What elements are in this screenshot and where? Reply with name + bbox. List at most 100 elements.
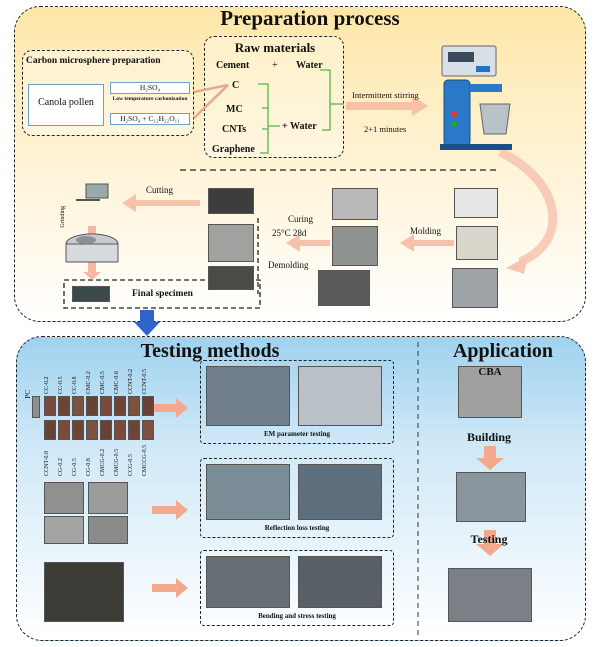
reflection-specimen-photo	[44, 516, 84, 544]
specimen-surface-photo	[208, 224, 254, 262]
raw-c: C	[232, 80, 240, 91]
sample-label: CMC-0.2	[86, 371, 92, 394]
molding-label: Molding	[410, 226, 442, 236]
curing-sample-photo	[332, 226, 378, 266]
sample-strip	[114, 396, 126, 416]
sample-strip	[128, 420, 140, 440]
carbon-box-title: Carbon microsphere preparation	[26, 56, 161, 66]
molding-device-photo	[452, 268, 498, 308]
grinder-icon	[65, 183, 119, 263]
sample-strip	[114, 420, 126, 440]
raw-materials-box	[204, 36, 344, 158]
sample-strip	[72, 396, 84, 416]
bottom-strip-row	[44, 420, 156, 440]
step-h2so4-box	[110, 82, 190, 94]
mixer-icon	[440, 45, 512, 150]
reflection-arch-photo	[298, 464, 382, 520]
building-box-photo	[456, 472, 526, 522]
cba-photo	[458, 366, 522, 418]
raw-cnts: CNTs	[222, 124, 247, 135]
reflection-specimen-photo	[88, 482, 128, 514]
canola-pollen-box	[28, 84, 104, 126]
raw-cement: Cement	[216, 60, 250, 71]
em-setup-photo	[206, 366, 290, 426]
sample-strip	[100, 420, 112, 440]
bending-specimen-photo	[44, 562, 124, 622]
cutting-label: Cutting	[146, 185, 174, 195]
sample-strip	[86, 420, 98, 440]
em-analyzer-photo	[298, 366, 382, 426]
canola-pollen-label: Canola pollen	[38, 97, 94, 108]
step-h2so4: H₂SO₄	[139, 83, 161, 92]
sample-label: CCNT-0.8	[44, 451, 50, 476]
sample-label: CMC-0.8	[114, 371, 120, 394]
specimen-slab-photo	[208, 266, 254, 290]
sample-label: CMCG-0.2	[100, 448, 106, 476]
reflection-specimen-photo	[88, 516, 128, 544]
cut-specimen-photo	[208, 188, 254, 214]
stirring-label: Intermittent stirring	[352, 90, 419, 100]
em-label: EM parameter testing	[264, 430, 330, 438]
stress-machine-photo	[298, 556, 382, 608]
reflection-specimen-photo	[44, 482, 84, 514]
sample-label: CG-0.5	[72, 458, 78, 476]
pc-label: PC	[24, 390, 32, 399]
minutes-label: 2+1 minutes	[364, 124, 407, 134]
molding-mold-photo	[454, 188, 498, 218]
testing-app-label: Testing	[470, 532, 508, 546]
raw-materials-brackets	[63, 69, 558, 309]
reflection-room-photo	[206, 464, 290, 520]
sample-label: CC-0.5	[58, 376, 64, 394]
raw-water-2: + Water	[282, 121, 317, 132]
curing-tray-photo	[332, 188, 378, 220]
sample-strip	[44, 420, 56, 440]
reflection-label: Reflection loss testing	[264, 524, 330, 532]
raw-materials-title: Raw materials	[234, 40, 316, 55]
sample-strip	[142, 420, 154, 440]
reflection-test-box	[200, 458, 394, 538]
em-test-box	[200, 360, 394, 444]
sample-label: CCNT-0.2	[128, 369, 134, 394]
sample-strip	[128, 396, 140, 416]
application-title: Application	[452, 340, 554, 362]
sample-strip	[100, 396, 112, 416]
curing-temp-label: 25°C 28d	[272, 228, 307, 238]
sample-label: CC-0.2	[44, 376, 50, 394]
bottom-label-row: CCNT-0.8 CG-0.2 CG-0.5 CG-0.8 CMCG-0.2 C…	[44, 444, 156, 476]
bending-machine-photo	[206, 556, 290, 608]
sample-strip	[72, 420, 84, 440]
sample-strip	[142, 396, 154, 416]
sample-label: CMC-0.5	[100, 371, 106, 394]
curing-label: Curing	[288, 214, 314, 224]
bending-test-box	[200, 550, 394, 626]
testing-title: Testing methods	[140, 340, 280, 362]
bending-label: Bending and stress testing	[258, 612, 336, 620]
molding-fresh-photo	[456, 226, 498, 260]
sample-strip	[58, 396, 70, 416]
sample-label: CCG-0.5	[128, 454, 134, 476]
raw-mc: MC	[226, 104, 243, 115]
sample-strip	[44, 396, 56, 416]
down-arrow-icon	[134, 310, 160, 336]
sample-label: CC-0.8	[72, 376, 78, 394]
raw-graphene: Graphene	[212, 144, 255, 155]
testing-box-photo	[448, 568, 532, 622]
sample-label: CMCCG-0.5	[142, 444, 148, 476]
step-sucrose-box	[110, 113, 190, 125]
sample-label: CG-0.2	[58, 458, 64, 476]
pc-strip	[32, 396, 40, 418]
step-sucrose: H₂SO₄ + C₁₂H₂₂O₁₁	[120, 114, 180, 123]
final-specimen-label: Final specimen	[132, 289, 193, 299]
top-strip-row	[44, 396, 156, 416]
raw-plus: +	[272, 60, 278, 71]
sample-strip	[58, 420, 70, 440]
top-label-row: CC-0.2 CC-0.5 CC-0.8 CMC-0.2 CMC-0.5 CMC…	[44, 366, 156, 394]
sample-strip	[86, 396, 98, 416]
raw-water: Water	[296, 60, 323, 71]
final-specimen-photo	[72, 286, 110, 302]
cba-label: CBA	[478, 366, 502, 378]
demolding-label: Demolding	[268, 260, 309, 270]
sample-label: CG-0.8	[86, 458, 92, 476]
sample-label: CMCG-0.5	[114, 448, 120, 476]
